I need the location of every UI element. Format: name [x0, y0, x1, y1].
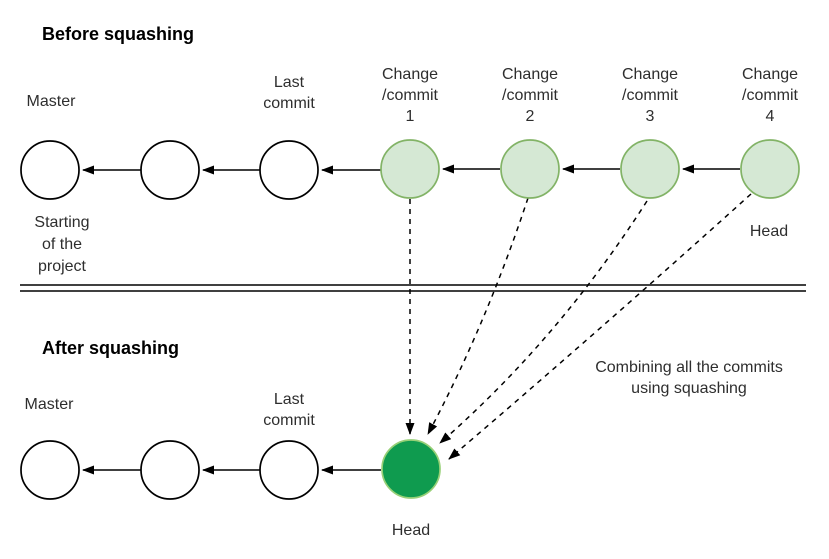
before-last-commit-label: Last commit	[263, 72, 315, 114]
before-node-change-3	[620, 139, 680, 199]
label-line: 4	[765, 108, 775, 125]
label-line: Change	[741, 66, 799, 83]
combining-annotation: Combining all the commits using squashin…	[595, 357, 783, 399]
label-line: Change	[621, 66, 679, 83]
label-line: 3	[645, 108, 655, 125]
label-line: /commit	[741, 87, 798, 104]
before-node-master	[20, 140, 80, 200]
before-change-commit-1-label: Change /commit 1	[382, 64, 438, 127]
after-master-label: Master	[24, 396, 74, 413]
label-line: Last	[273, 74, 305, 91]
before-starting-label: Starting of the project	[34, 212, 89, 278]
label-line: /commit	[621, 87, 678, 104]
after-node-last-commit	[259, 440, 319, 500]
label-line: /commit	[381, 87, 438, 104]
label-line: project	[37, 258, 87, 275]
before-node-change-1	[380, 139, 440, 199]
label-line: of the	[41, 236, 83, 253]
label-line: Change	[381, 66, 439, 83]
label-line: Starting	[34, 214, 90, 231]
label-line: Combining all the commits	[595, 359, 783, 376]
before-node-last-commit	[259, 140, 319, 200]
squash-arrow-commit3	[439, 200, 648, 444]
before-change-commit-4-label: Change /commit 4	[742, 64, 798, 127]
before-node-change-2	[500, 139, 560, 199]
label-line: Change	[501, 66, 559, 83]
before-head-label: Head	[749, 223, 789, 240]
after-node-2	[140, 440, 200, 500]
label-line: /commit	[501, 87, 558, 104]
before-change-commit-3-label: Change /commit 3	[622, 64, 678, 127]
before-node-2	[140, 140, 200, 200]
label-line: Last	[273, 391, 305, 408]
after-node-master	[20, 440, 80, 500]
label-line: 1	[405, 108, 415, 125]
before-node-change-4	[740, 139, 800, 199]
before-master-label: Master	[26, 93, 76, 110]
after-node-squashed-head	[381, 439, 441, 499]
label-line: commit	[263, 95, 315, 112]
label-line: using squashing	[631, 380, 747, 397]
before-section-title: Before squashing	[42, 24, 195, 44]
label-line: commit	[263, 412, 315, 429]
after-last-commit-label: Last commit	[263, 389, 315, 431]
before-change-commit-2-label: Change /commit 2	[502, 64, 558, 127]
after-head-label: Head	[391, 522, 431, 539]
squash-arrow-commit4	[448, 193, 752, 460]
after-section-title: After squashing	[42, 338, 180, 358]
squash-arrow-commit2	[427, 197, 529, 435]
label-line: 2	[525, 108, 535, 125]
